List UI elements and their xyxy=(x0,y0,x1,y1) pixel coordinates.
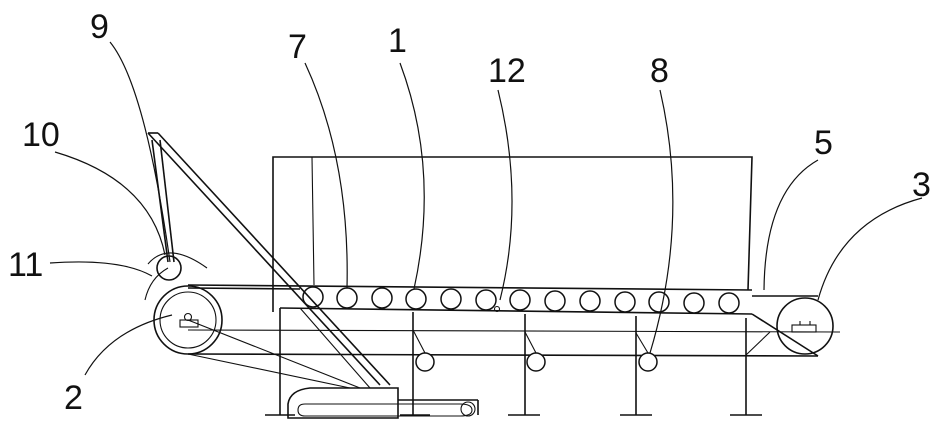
conveyor-belt xyxy=(187,284,841,357)
label-7: 7 xyxy=(288,28,307,66)
return-roller xyxy=(415,352,435,372)
idler-roller xyxy=(509,289,531,311)
label-8: 8 xyxy=(650,52,669,90)
label-1: 1 xyxy=(388,22,407,60)
label-3: 3 xyxy=(912,166,931,204)
drive-base xyxy=(287,387,479,419)
label-12: 12 xyxy=(488,52,526,90)
idler-roller xyxy=(718,292,740,314)
idler-roller xyxy=(614,291,636,313)
idler-roller xyxy=(371,287,393,309)
leader-lines xyxy=(49,41,923,376)
idler-roller xyxy=(579,290,601,312)
label-5: 5 xyxy=(814,124,833,162)
hopper xyxy=(272,156,753,312)
label-2: 2 xyxy=(64,379,83,417)
idler-roller xyxy=(440,288,462,310)
idler-roller xyxy=(683,292,705,314)
idler-roller xyxy=(544,290,566,312)
return-roller xyxy=(638,352,658,372)
support-frame xyxy=(265,308,771,416)
label-11: 11 xyxy=(8,246,43,284)
label-9: 9 xyxy=(90,8,109,46)
return-roller xyxy=(526,352,546,372)
reference-labels: 9 10 11 2 7 1 12 8 5 3 xyxy=(8,8,931,417)
idler-roller xyxy=(475,289,497,311)
idler-rollers xyxy=(302,286,740,314)
label-10: 10 xyxy=(22,116,60,154)
return-rollers xyxy=(415,352,658,372)
tail-pulley xyxy=(776,297,834,355)
idler-roller xyxy=(405,288,427,310)
idler-roller xyxy=(648,291,670,313)
idler-roller xyxy=(302,286,324,308)
idler-roller xyxy=(336,287,358,309)
incline-strut xyxy=(147,132,391,389)
